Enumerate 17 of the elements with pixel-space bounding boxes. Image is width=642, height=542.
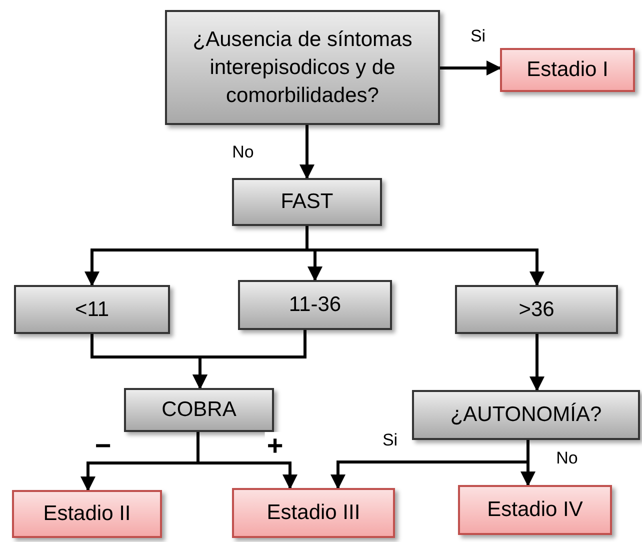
arrow: [530, 334, 544, 392]
arrow: [300, 125, 314, 180]
process-box: ¿Ausencia de síntomas interepisodicos y de comorbilidades?: [165, 10, 440, 125]
process-box: Estadio I: [500, 48, 635, 92]
process-box: >36: [455, 285, 618, 334]
arrow: [192, 330, 306, 390]
process-box: Estadio IV: [458, 485, 612, 535]
process-box: FAST: [232, 178, 382, 226]
arrow: [196, 432, 298, 490]
process-box: Estadio III: [232, 488, 395, 538]
process-box: Estadio II: [12, 490, 162, 538]
process-box: <11: [14, 285, 170, 334]
arrow: [306, 226, 544, 286]
process-box: COBRA: [124, 388, 274, 432]
process-box: ¿AUTONOMÍA?: [412, 390, 640, 440]
arrow: [440, 60, 502, 76]
process-box: 11-36: [238, 280, 392, 330]
